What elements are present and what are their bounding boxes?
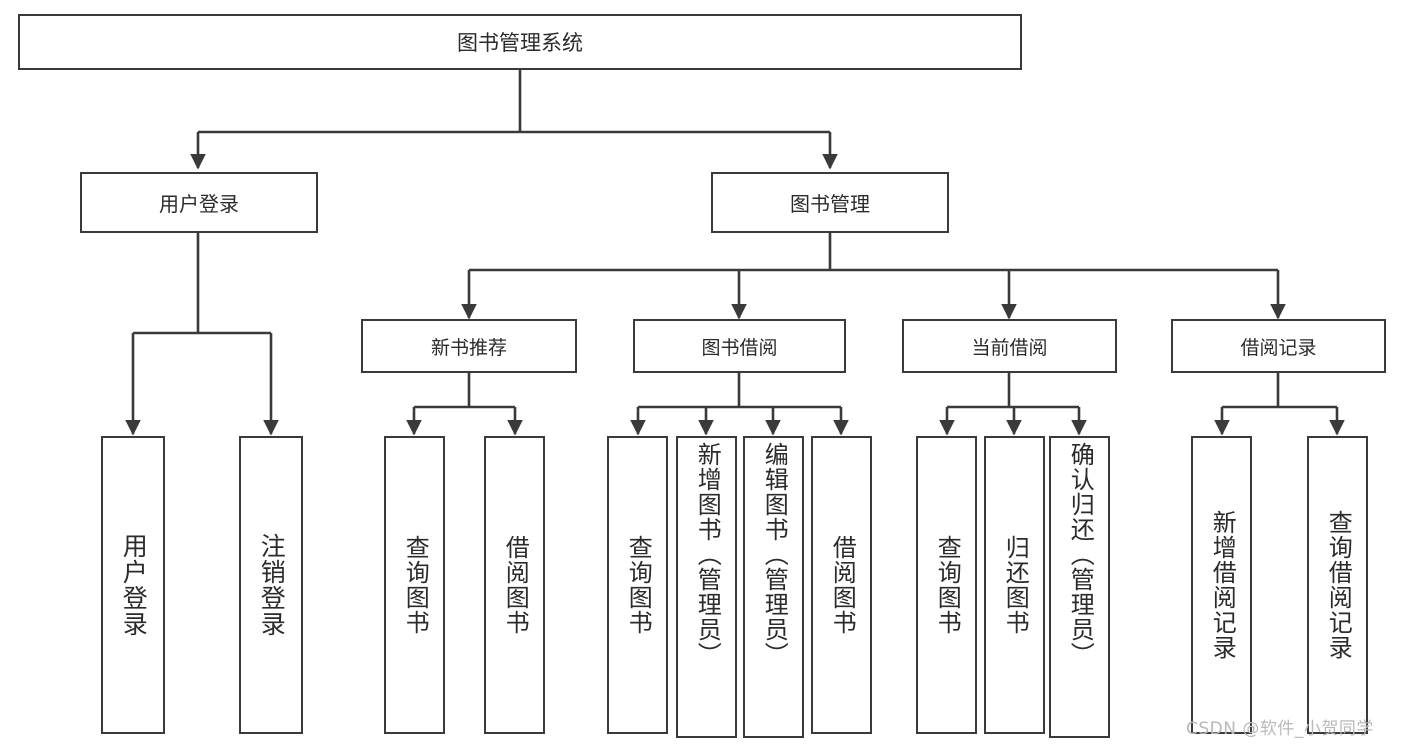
leaf-logout[interactable]: 注销登录 (239, 436, 303, 734)
leaf-add-record[interactable]: 新增借阅记录 (1191, 436, 1252, 734)
node-new-book-recommend[interactable]: 新书推荐 (361, 319, 577, 373)
leaf-borrow-book-recommend-label: 借阅图书 (501, 535, 530, 635)
leaf-return-book-label: 归还图书 (1001, 535, 1030, 635)
leaf-return-book[interactable]: 归还图书 (984, 436, 1045, 734)
node-book-manage[interactable]: 图书管理 (711, 172, 949, 233)
leaf-query-book-recommend[interactable]: 查询图书 (384, 436, 445, 734)
node-book-borrow-label: 图书借阅 (701, 336, 778, 359)
leaf-add-book[interactable]: 新增图书（管理员） (676, 436, 737, 738)
node-current-borrow-label: 当前借阅 (971, 336, 1048, 359)
leaf-confirm-return-label: 确认归还（管理员） (1066, 442, 1095, 667)
node-root[interactable]: 图书管理系统 (18, 14, 1022, 70)
node-user-login-label: 用户登录 (159, 192, 239, 216)
node-new-book-recommend-label: 新书推荐 (430, 336, 507, 359)
node-book-borrow[interactable]: 图书借阅 (633, 319, 846, 373)
leaf-borrow-book-recommend[interactable]: 借阅图书 (484, 436, 545, 734)
leaf-query-book-current[interactable]: 查询图书 (916, 436, 977, 734)
leaf-query-book-recommend-label: 查询图书 (401, 535, 430, 635)
leaf-borrow-book[interactable]: 借阅图书 (811, 436, 872, 734)
leaf-query-book-borrow-label: 查询图书 (624, 535, 653, 635)
leaf-edit-book-label: 编辑图书（管理员） (760, 442, 789, 667)
leaf-query-record[interactable]: 查询借阅记录 (1307, 436, 1368, 734)
leaf-add-book-label: 新增图书（管理员） (693, 442, 722, 667)
leaf-query-record-label: 查询借阅记录 (1324, 510, 1353, 660)
leaf-borrow-book-label: 借阅图书 (828, 535, 857, 635)
leaf-confirm-return[interactable]: 确认归还（管理员） (1049, 436, 1110, 738)
leaf-edit-book[interactable]: 编辑图书（管理员） (743, 436, 804, 738)
leaf-user-login-label: 用户登录 (119, 533, 149, 637)
leaf-add-record-label: 新增借阅记录 (1208, 510, 1237, 660)
leaf-logout-label: 注销登录 (257, 533, 287, 637)
leaf-query-book-borrow[interactable]: 查询图书 (607, 436, 668, 734)
leaf-query-book-current-label: 查询图书 (933, 535, 962, 635)
node-user-login[interactable]: 用户登录 (80, 172, 318, 233)
node-borrow-record[interactable]: 借阅记录 (1171, 319, 1386, 373)
node-book-manage-label: 图书管理 (790, 192, 870, 216)
csdn-watermark: CSDN @软件_小贺同学 (1186, 719, 1374, 739)
node-current-borrow[interactable]: 当前借阅 (902, 319, 1117, 373)
node-root-label: 图书管理系统 (457, 31, 583, 55)
leaf-user-login[interactable]: 用户登录 (101, 436, 165, 734)
node-borrow-record-label: 借阅记录 (1240, 336, 1317, 359)
